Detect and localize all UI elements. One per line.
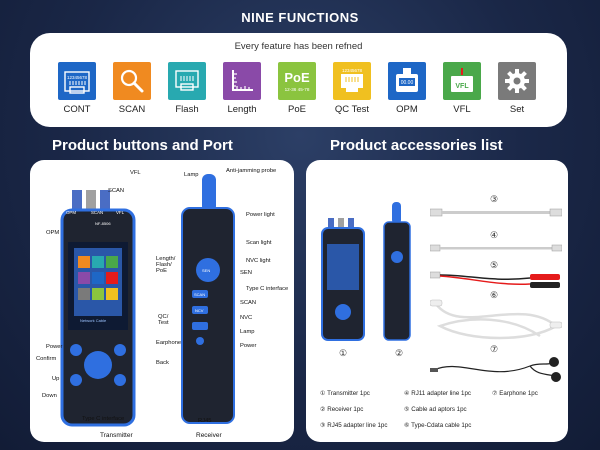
section-right-title: Product accessories list xyxy=(330,137,503,154)
port-label-scan: SCAN xyxy=(91,210,104,215)
accessory-item-5: ⑤ Cable ad aptors 1pc xyxy=(404,406,467,413)
function-vfl: VFL VFL xyxy=(439,62,485,115)
cont-code: 12345678 xyxy=(67,75,88,80)
callout-qc-test: QC/ Test xyxy=(158,314,169,326)
transmitter-screen-model: NF-8506 xyxy=(95,221,111,226)
accessory-item-4: ④ RJ11 adapter line 1pc xyxy=(404,390,472,397)
type-c-data-cable xyxy=(430,299,562,340)
section-left-title: Product buttons and Port xyxy=(52,137,233,154)
qc-code: 12345678 xyxy=(342,68,363,73)
callout-opm: OPM xyxy=(46,230,60,236)
accessory-transmitter xyxy=(321,218,365,341)
function-length: Length xyxy=(219,62,265,115)
function-opm: 00.00 OPM xyxy=(384,62,430,115)
rj11-adapter-line xyxy=(430,244,562,252)
circle-6: ⑥ xyxy=(490,290,499,300)
port-label-vfl: VFL xyxy=(116,210,125,215)
callout-power: Power xyxy=(46,344,63,350)
callout-nvc-light: NVC light xyxy=(246,258,271,264)
poe-badge: PoE xyxy=(284,69,310,85)
transmitter-caption: Transmitter xyxy=(100,432,133,439)
receiver-button-scan: SCAN xyxy=(194,292,206,297)
product-panel: NF-8506 OPM SCAN VFL Network Cable SCAN … xyxy=(30,160,294,442)
circle-2: ② xyxy=(395,348,404,358)
callout-scan: SCAN xyxy=(108,188,125,194)
receiver-caption: Receiver xyxy=(196,432,222,439)
function-label: Flash xyxy=(175,104,199,115)
receiver-button-nvc: NCV xyxy=(195,308,204,313)
magnifier-icon xyxy=(113,62,151,100)
functions-panel: Every feature has been refned 12345678 C… xyxy=(30,33,567,127)
function-poe: PoE 12-36 45-78 PoE xyxy=(274,62,320,115)
callout-confirm: Confirm xyxy=(36,356,57,362)
ruler-icon xyxy=(223,62,261,100)
rj45-adapter-line xyxy=(430,208,562,217)
callout-scan-light: Scan light xyxy=(246,240,272,246)
function-cont: 12345678 CONT xyxy=(54,62,100,115)
callout-power-receiver: Power xyxy=(240,343,257,349)
callout-anti-jamming-probe: Anti-jamming probe xyxy=(226,168,277,174)
callout-down: Down xyxy=(42,393,57,399)
port-label-opm: OPM xyxy=(66,210,77,215)
callout-earphone: Earphone xyxy=(156,340,182,346)
opm-readout: 00.00 xyxy=(401,80,414,86)
vfl-icon: VFL xyxy=(443,62,481,100)
callout-back: Back xyxy=(156,360,169,366)
callout-lamp: Lamp xyxy=(184,172,199,178)
callout-scan-receiver: SCAN xyxy=(240,300,257,306)
accessory-receiver xyxy=(383,202,411,341)
poe-range: 12-36 45-78 xyxy=(284,86,310,92)
callout-type-c: Type C interface xyxy=(82,416,125,422)
callout-up: Up xyxy=(52,376,60,382)
function-label: CONT xyxy=(63,104,91,115)
functions-subtitle: Every feature has been refned xyxy=(234,41,363,52)
function-label: QC Test xyxy=(334,104,370,115)
function-label: OPM xyxy=(396,104,418,115)
transmitter-strip-label: Network Cable xyxy=(80,318,107,323)
flash-port-icon xyxy=(168,62,206,100)
function-label: VFL xyxy=(453,104,471,115)
transmitter-device xyxy=(60,190,136,427)
callout-lamp-button: Lamp xyxy=(240,329,255,335)
accessory-item-6: ⑥ Type-Cdata cable 1pc xyxy=(404,422,472,429)
qc-port-icon: 12345678 xyxy=(333,62,371,100)
callout-power-light: Power light xyxy=(246,212,275,218)
gear-icon xyxy=(498,62,536,100)
callout-length-flash-poe: Length/ Flash/ PoE xyxy=(156,256,176,274)
function-label: Set xyxy=(509,104,525,115)
accessory-item-2: ② Receiver 1pc xyxy=(320,406,364,413)
circle-5: ⑤ xyxy=(490,260,499,270)
accessory-item-1: ① Transmitter 1pc xyxy=(320,390,370,397)
function-qc-test: 12345678 QC Test xyxy=(329,62,375,115)
receiver-button-sen: SEN xyxy=(202,268,211,273)
circle-7: ⑦ xyxy=(490,344,499,354)
receiver-device xyxy=(181,174,235,424)
accessories-panel: ① ② ③ ④ ⑤ ⑥ ⑦ ① Transmitter 1pc ② Receiv… xyxy=(306,160,568,442)
circle-3: ③ xyxy=(490,194,499,204)
callout-type-c-receiver: Type C interface xyxy=(246,286,289,292)
accessory-item-3: ③ RJ45 adapter line 1pc xyxy=(320,422,388,429)
function-label: SCAN xyxy=(118,104,146,115)
callout-sen: SEN xyxy=(240,270,252,276)
callout-nvc: NVC xyxy=(240,315,253,321)
function-label: PoE xyxy=(288,104,306,115)
function-set: Set xyxy=(494,62,540,115)
poe-icon: PoE 12-36 45-78 xyxy=(278,62,316,100)
function-scan: SCAN xyxy=(109,62,155,115)
earphone xyxy=(430,357,561,382)
cable-adaptor-clips xyxy=(430,271,560,288)
function-flash: Flash xyxy=(164,62,210,115)
accessory-item-7: ⑦ Earphone 1pc xyxy=(492,390,538,397)
function-label: Length xyxy=(227,104,257,115)
rj45-port-icon: 12345678 xyxy=(58,62,96,100)
callout-vfl: VFL xyxy=(130,170,141,176)
circle-1: ① xyxy=(339,348,348,358)
callout-rj45: RJ45 xyxy=(198,418,212,424)
vfl-badge: VFL xyxy=(455,83,469,90)
opm-meter-icon: 00.00 xyxy=(388,62,426,100)
circle-4: ④ xyxy=(490,230,499,240)
header-title: NINE FUNCTIONS xyxy=(241,10,359,25)
